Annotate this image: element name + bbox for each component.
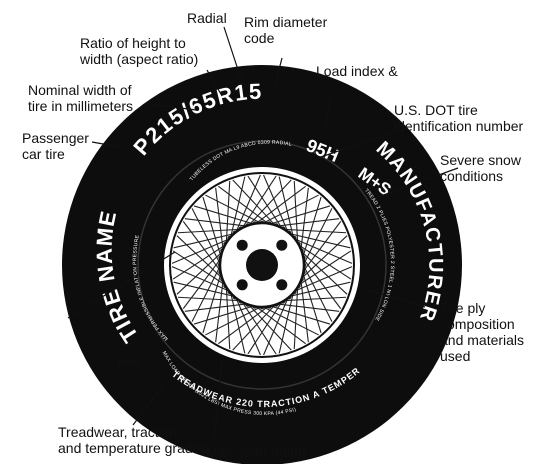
label-radial: Radial xyxy=(187,10,227,26)
center-bore xyxy=(246,249,278,281)
lug-nut xyxy=(237,240,248,251)
label-max-load: Max. load rating xyxy=(206,444,306,460)
label-load-index: Load index & xyxy=(316,63,398,79)
lug-nut xyxy=(237,279,248,290)
lug-nut xyxy=(276,240,287,251)
label-pressure: presr xyxy=(118,355,141,371)
lug-nut xyxy=(276,279,287,290)
